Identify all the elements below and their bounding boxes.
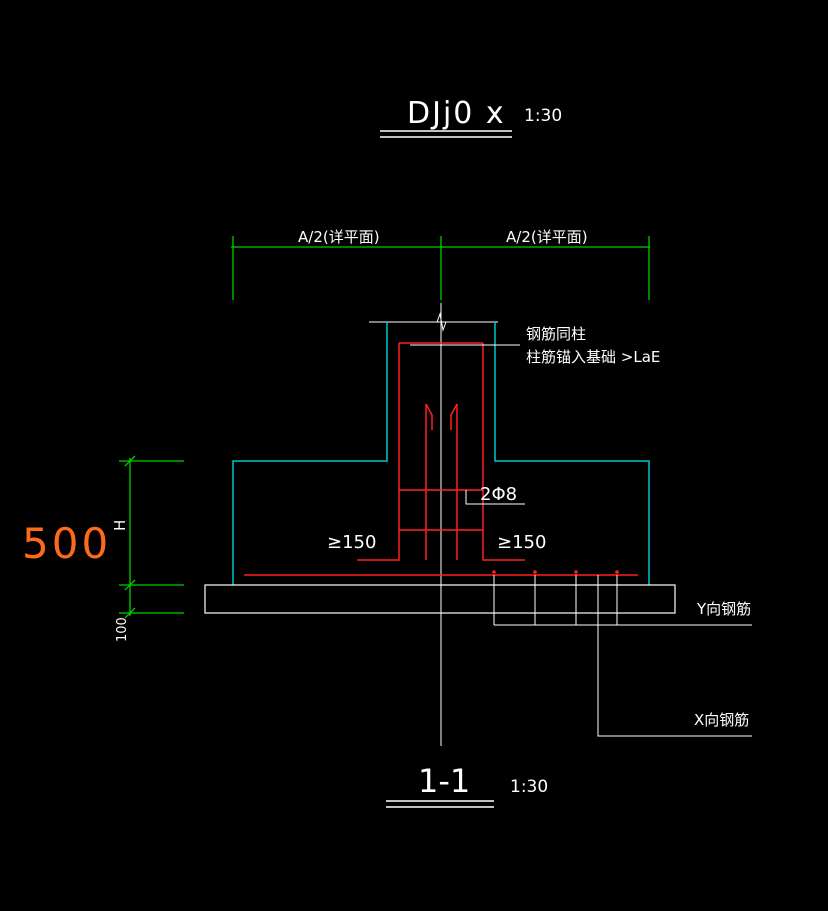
note-rebar-same-column: 钢筋同柱	[526, 325, 586, 343]
dim-label-right-half: A/2(详平面)	[506, 228, 588, 246]
title-block: DJj0 x 1:30	[380, 96, 562, 138]
note-x-rebar: X向钢筋	[694, 711, 749, 729]
dim-v-tick-bottom	[124, 607, 136, 619]
dim-pad-thickness: 100	[115, 617, 130, 642]
rebar-group	[244, 342, 638, 576]
column-bar-outer-right	[482, 343, 525, 561]
dim-v-tick-top	[124, 455, 136, 467]
section-title: 1-1	[418, 762, 470, 800]
dim-v-tick-mid	[124, 579, 136, 591]
dim-label-left-half: A/2(详平面)	[298, 228, 380, 246]
left-dimension	[119, 455, 184, 619]
note-column-anchor: 柱筋锚入基础 >LaE	[526, 348, 660, 366]
top-dimension	[231, 236, 650, 300]
drawing-title-scale: 1:30	[524, 106, 562, 126]
inner-bar-2-tick	[450, 403, 458, 430]
dim-height-symbol: H	[111, 520, 129, 531]
leader-stirrup	[465, 490, 525, 505]
note-hook-right: ≥150	[497, 532, 546, 553]
y-rebar-dots	[492, 570, 619, 574]
y-bar-dot-4	[615, 570, 619, 574]
inner-bar-1-tick	[425, 403, 433, 430]
concrete-outline	[232, 321, 650, 585]
section-title-scale: 1:30	[510, 777, 548, 797]
leader-lines	[410, 344, 752, 737]
note-hook-left: ≥150	[327, 532, 376, 553]
base-pad	[204, 584, 676, 614]
y-bar-dot-2	[533, 570, 537, 574]
y-bar-dot-3	[574, 570, 578, 574]
column-bar-outer-left	[357, 343, 400, 561]
dim-height-value: 500	[22, 519, 111, 568]
note-y-rebar: Y向钢筋	[696, 600, 751, 618]
y-bar-dot-1	[492, 570, 496, 574]
drawing-title: DJj0 x	[407, 96, 506, 131]
leader-x-rebar	[597, 575, 752, 737]
footing-outline	[232, 322, 650, 585]
note-stirrups: 2Φ8	[480, 484, 517, 505]
section-title-block: 1-1 1:30	[386, 762, 548, 808]
